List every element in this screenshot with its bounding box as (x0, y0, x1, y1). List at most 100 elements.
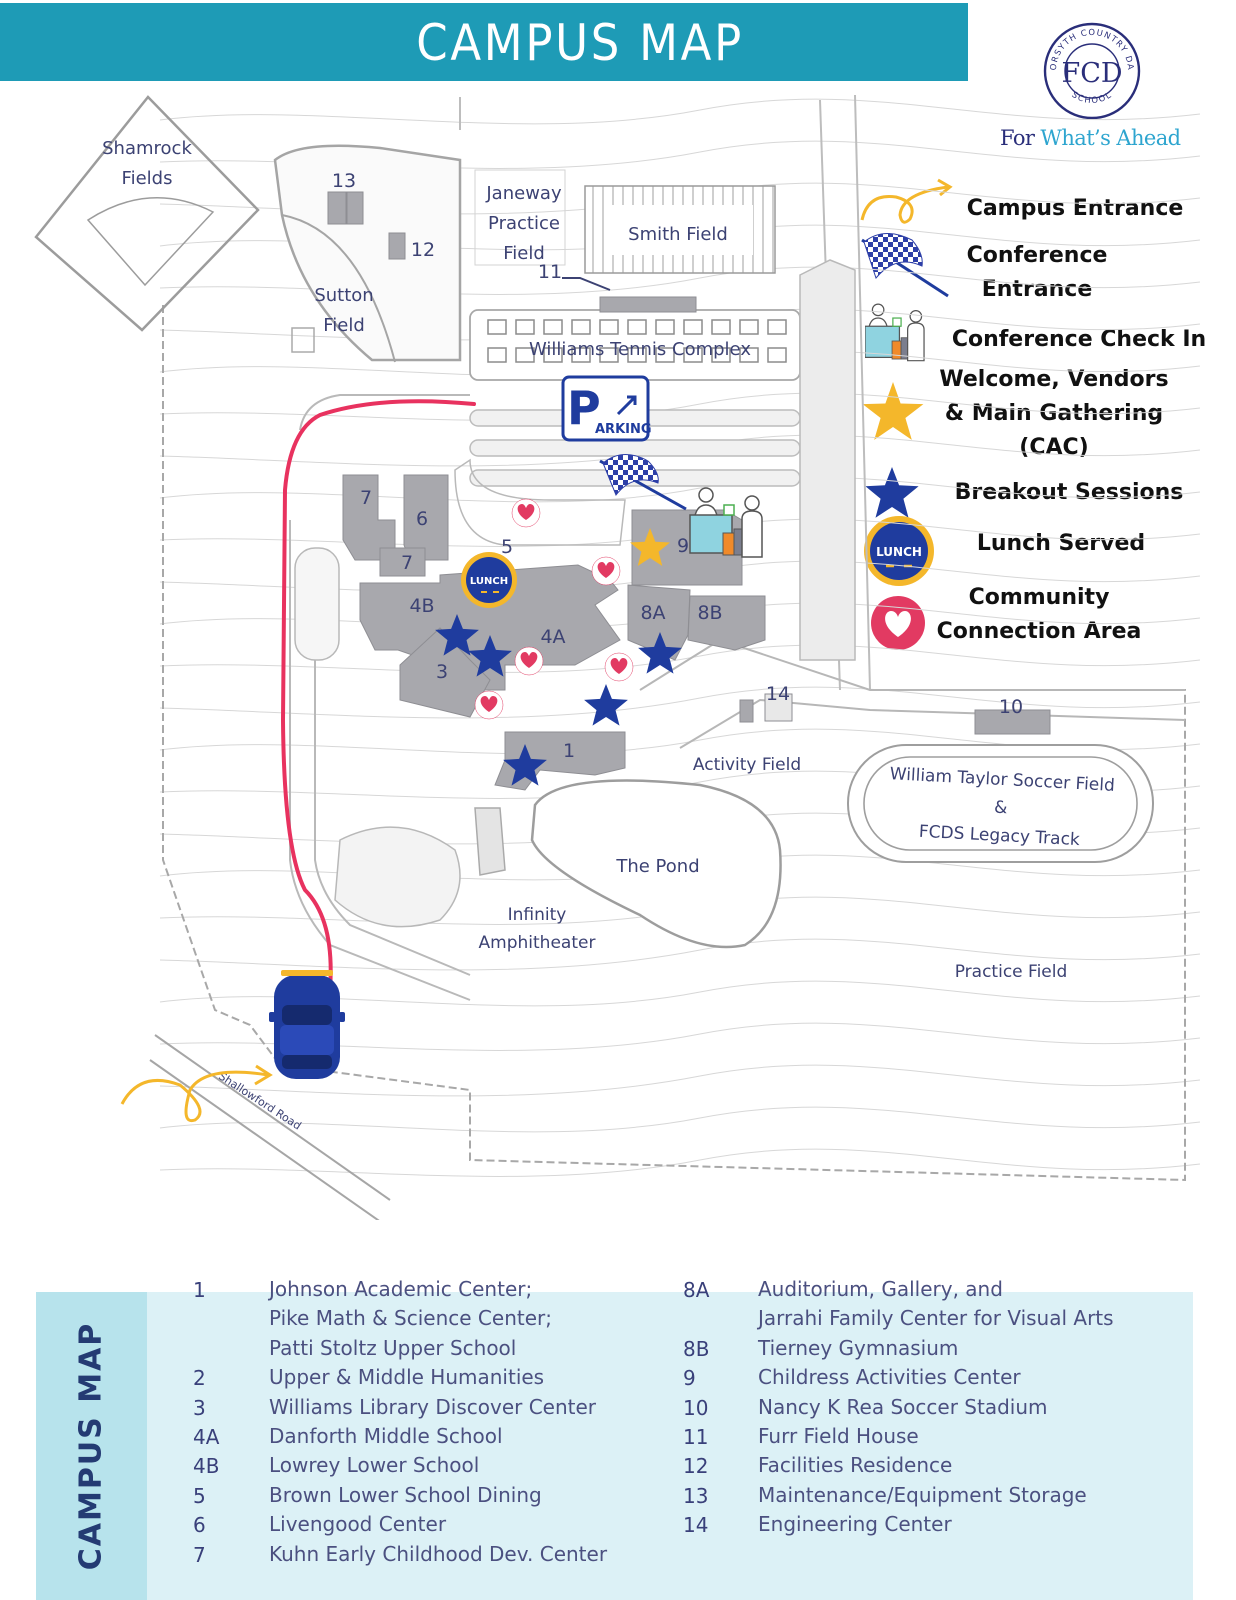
building-number: 3 (436, 661, 448, 683)
key-building-name: Pike Math & Science Center; (269, 1306, 552, 1331)
campus-key-title: CAMPUS MAP (73, 1321, 109, 1571)
key-number: 12 (683, 1454, 709, 1479)
page-title: CAMPUS MAP (416, 14, 744, 72)
key-number: 8B (683, 1336, 710, 1361)
svg-text:LUNCH: LUNCH (470, 576, 508, 587)
tennis-court (599, 347, 619, 363)
title-banner: CAMPUS MAP (0, 3, 968, 81)
legend-label: Conference Check In (952, 323, 1206, 357)
entrance-route (280, 399, 476, 992)
conference-check-in-desk (689, 487, 763, 558)
legend-label: Campus Entrance (967, 192, 1184, 226)
key-building-name: Patti Stoltz Upper School (269, 1335, 517, 1360)
building-number: 8A (640, 602, 665, 624)
tennis-court (683, 319, 703, 335)
blue-star-icon (865, 467, 919, 518)
breakout-session-star (584, 684, 628, 726)
building-number: 4B (409, 595, 434, 617)
tennis-court (487, 347, 507, 363)
turnaround (294, 547, 340, 661)
shamrock-field-outline (34, 95, 260, 332)
community-heart-icon (474, 690, 504, 720)
building-3 (399, 627, 491, 718)
building-number: 12 (411, 239, 435, 261)
building-small (739, 699, 754, 723)
building-8a (627, 584, 691, 661)
contour-line (159, 938, 1201, 971)
key-building-name: Nancy K Rea Soccer Stadium (758, 1394, 1048, 1419)
building-6 (403, 474, 449, 561)
tennis-court (571, 319, 591, 335)
building-number: 11 (538, 261, 562, 283)
legend-label-line: Conference (966, 243, 1108, 268)
building-number: 14 (766, 683, 790, 705)
tennis-court (571, 347, 591, 363)
tagline: For What’s Ahead (1000, 126, 1181, 150)
campus-key-sidebar (36, 1292, 147, 1600)
contour-line (159, 1064, 1201, 1097)
contour-line (159, 644, 1201, 673)
legend-label-line: Breakout Sessions (954, 480, 1184, 505)
campus-entrance-arrowhead (254, 1064, 273, 1086)
building-number: 13 (332, 170, 356, 192)
svg-text:ARKING: ARKING (595, 422, 652, 437)
key-building-name: Upper & Middle Humanities (269, 1365, 545, 1390)
key-number: 5 (193, 1483, 206, 1508)
key-number: 2 (193, 1366, 206, 1391)
buildings (327, 191, 1051, 791)
tennis-court (543, 319, 563, 335)
tennis-court (655, 347, 675, 363)
property-boundary (162, 305, 1186, 1182)
key-number: 7 (193, 1542, 206, 1567)
amphitheater-stage (474, 807, 506, 876)
logo-monogram: FCD (1061, 58, 1122, 89)
map-label-tennis: Williams Tennis Complex (529, 339, 751, 360)
shamrock-diamond (86, 197, 215, 287)
map-label-practice: Practice Field (955, 962, 1068, 982)
building-number: 10 (999, 696, 1023, 718)
road-north (299, 394, 470, 431)
legend-label-line: Conference Check In (951, 327, 1207, 352)
key-building-name: Williams Library Discover Center (269, 1394, 597, 1419)
legend-label-line: Lunch Served (976, 531, 1146, 556)
conference-entrance-flag (599, 454, 687, 511)
building-number: 1 (563, 740, 575, 762)
map-label-janeway: Practice (488, 213, 560, 234)
building-7-north (342, 474, 396, 561)
east-strip (799, 259, 856, 661)
tennis-court (655, 319, 675, 335)
key-building-name: Tierney Gymnasium (758, 1335, 959, 1360)
key-building-name: Kuhn Early Childhood Dev. Center (269, 1541, 608, 1566)
building-14 (764, 693, 793, 722)
legend-label: Breakout Sessions (955, 476, 1184, 510)
tennis-court (711, 319, 731, 335)
building-number: 6 (416, 508, 428, 530)
heart-icon (871, 596, 925, 650)
parking-sign: P ARKING (561, 375, 652, 442)
pond-outline (530, 779, 782, 949)
building-number: 9 (677, 535, 689, 557)
car-icon (269, 970, 345, 1079)
building-11-leader (562, 277, 611, 291)
key-number: 9 (683, 1366, 696, 1391)
breakout-session-star (503, 744, 547, 786)
sutton-shed (291, 327, 315, 353)
key-number: 1 (193, 1278, 206, 1302)
building-number: 7 (360, 487, 372, 509)
key-building-name: Furr Field House (758, 1424, 919, 1448)
contour-line (159, 1148, 1201, 1177)
key-building-name: Childress Activities Center (758, 1365, 1021, 1390)
tennis-court (767, 319, 787, 335)
key-building-name: Danforth Middle School (269, 1424, 503, 1448)
key-building-name: Johnson Academic Center; (269, 1277, 533, 1301)
key-building-name: Jarrahi Family Center for Visual Arts (758, 1306, 1114, 1331)
svg-text:P: P (567, 381, 601, 435)
building-number: 7 (401, 552, 413, 574)
building-13a (327, 191, 347, 225)
key-building-name: Livengood Center (269, 1512, 447, 1537)
map-label-sutton: Field (323, 315, 365, 336)
tennis-court (767, 347, 787, 363)
school-logo: FORSYTH COUNTRY DAY SCHOOL FCD (1043, 22, 1141, 120)
legend-label: Lunch Served (977, 527, 1145, 561)
